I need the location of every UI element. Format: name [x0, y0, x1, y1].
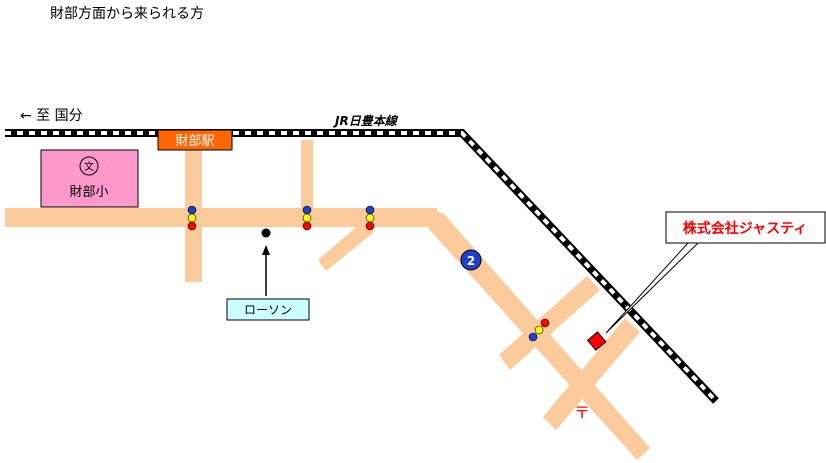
- arrow-up-icon: [262, 245, 270, 255]
- upper-cross-road: [499, 276, 600, 370]
- main-road-west: [5, 208, 437, 227]
- school-symbol: 文: [84, 160, 94, 173]
- page-title: 財部方面から来られる方: [50, 6, 204, 22]
- route-number: 2: [467, 254, 475, 268]
- direction-label: ← 至 国分: [20, 108, 83, 124]
- railway-label: JR日豊本線: [333, 114, 399, 128]
- store-box: [226, 298, 310, 321]
- company-label: 株式会社ジャスティ: [683, 220, 807, 237]
- station-box: [157, 129, 233, 151]
- north-side-road: [301, 140, 313, 210]
- school-icon: [79, 156, 99, 176]
- location-dot-icon: [261, 228, 271, 238]
- red-square-marker-icon: [586, 331, 607, 351]
- railway-line: [5, 129, 719, 404]
- post-office-icon: 〒: [574, 403, 590, 422]
- traffic-signal-icon: [365, 205, 375, 231]
- school-box: [40, 149, 139, 208]
- company-callout-pointer: [605, 242, 700, 334]
- traffic-signal-icon: [187, 205, 197, 231]
- railway-ties: [5, 131, 718, 403]
- company-box: [665, 211, 826, 244]
- traffic-signal-icon: [302, 205, 312, 231]
- station-label: 財部駅: [175, 134, 214, 149]
- southwest-branch-road: [318, 222, 374, 271]
- route-shield-icon: [460, 249, 482, 271]
- store-label: ローソン: [244, 303, 292, 317]
- lower-cross-road: [543, 318, 640, 430]
- school-label: 財部小: [69, 185, 108, 200]
- traffic-signal-icon: [528, 318, 550, 342]
